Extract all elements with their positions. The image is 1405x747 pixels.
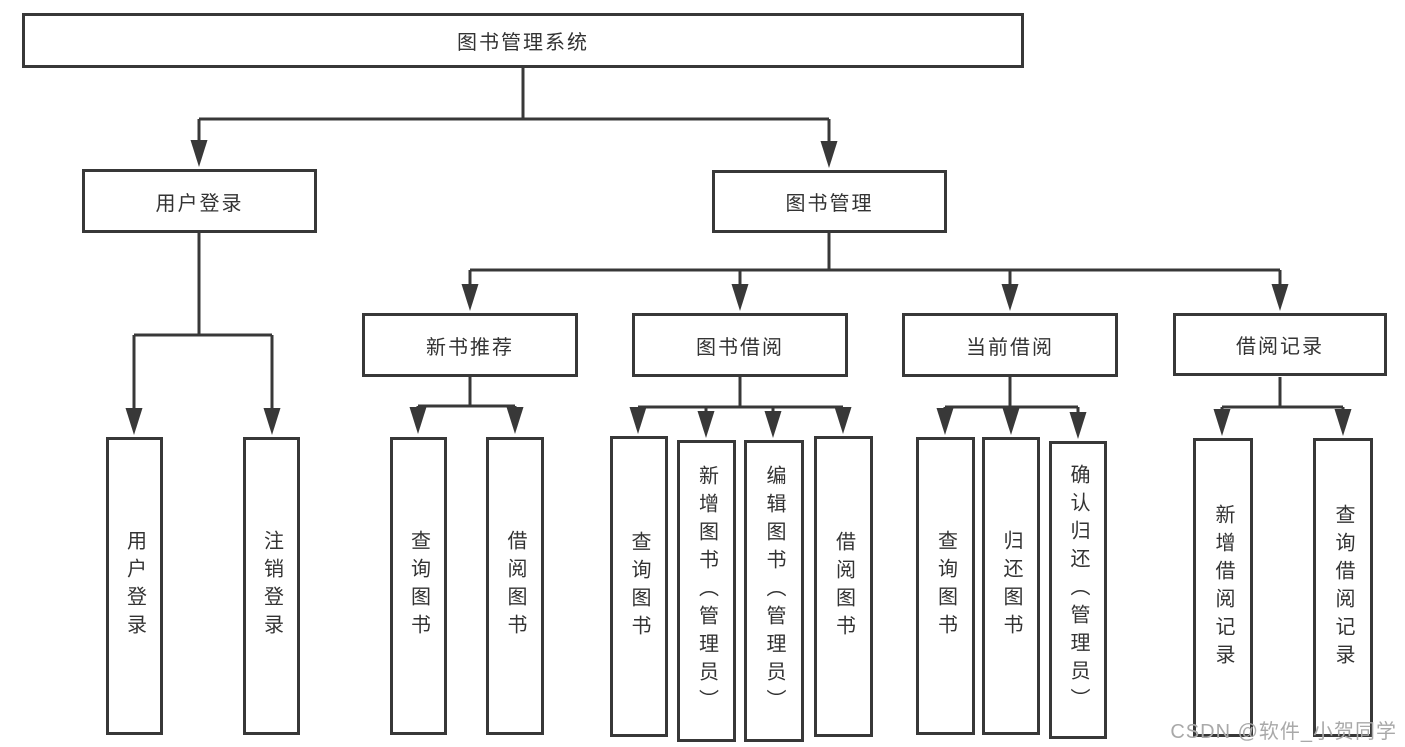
leaf-bb-add-books-admin: 新增图书（管理员） bbox=[677, 440, 736, 742]
node-label: 新增图书（管理员） bbox=[695, 465, 718, 717]
node-library-management-system: 图书管理系统 bbox=[22, 13, 1024, 68]
node-label: 借阅记录 bbox=[1236, 336, 1324, 358]
leaf-bb-query-books: 查询图书 bbox=[610, 436, 668, 737]
node-label: 查询借阅记录 bbox=[1332, 503, 1354, 672]
node-label: 新增借阅记录 bbox=[1212, 503, 1234, 672]
node-label: 图书管理系统 bbox=[457, 32, 589, 54]
leaf-nb-borrow-books: 借阅图书 bbox=[486, 437, 544, 735]
leaf-br-add-record: 新增借阅记录 bbox=[1193, 438, 1253, 737]
node-user-login: 用户登录 bbox=[82, 169, 317, 233]
node-label: 借阅图书 bbox=[504, 530, 526, 642]
node-label: 查询图书 bbox=[934, 530, 957, 642]
node-borrowing-records: 借阅记录 bbox=[1173, 313, 1387, 376]
node-label: 图书管理 bbox=[785, 193, 874, 215]
leaf-br-query-record: 查询借阅记录 bbox=[1313, 438, 1373, 737]
node-label: 查询图书 bbox=[628, 530, 650, 643]
node-label: 查询图书 bbox=[407, 530, 430, 642]
node-label: 确认归还（管理员） bbox=[1067, 464, 1089, 716]
node-new-book-recommend: 新书推荐 bbox=[362, 313, 578, 377]
node-label: 新书推荐 bbox=[426, 336, 514, 359]
leaf-cb-query-books: 查询图书 bbox=[916, 437, 975, 735]
node-label: 用户登录 bbox=[123, 530, 146, 642]
leaf-bb-borrow-books: 借阅图书 bbox=[814, 436, 873, 737]
node-label: 编辑图书（管理员） bbox=[763, 465, 785, 717]
leaf-bb-edit-books-admin: 编辑图书（管理员） bbox=[744, 440, 804, 742]
node-book-borrowing: 图书借阅 bbox=[632, 313, 848, 377]
node-book-management: 图书管理 bbox=[712, 170, 947, 233]
node-label: 图书借阅 bbox=[696, 336, 784, 359]
leaf-logout-login: 注销登录 bbox=[243, 437, 300, 735]
leaf-user-login: 用户登录 bbox=[106, 437, 163, 735]
leaf-cb-confirm-return-admin: 确认归还（管理员） bbox=[1049, 441, 1107, 739]
node-current-borrowing: 当前借阅 bbox=[902, 313, 1118, 377]
leaf-cb-return-books: 归还图书 bbox=[982, 437, 1040, 735]
node-label: 借阅图书 bbox=[832, 530, 855, 643]
node-label: 归还图书 bbox=[1000, 530, 1022, 642]
node-label: 注销登录 bbox=[260, 530, 283, 642]
leaf-nb-query-books: 查询图书 bbox=[390, 437, 447, 735]
node-label: 用户登录 bbox=[155, 192, 244, 215]
node-label: 当前借阅 bbox=[966, 336, 1054, 359]
